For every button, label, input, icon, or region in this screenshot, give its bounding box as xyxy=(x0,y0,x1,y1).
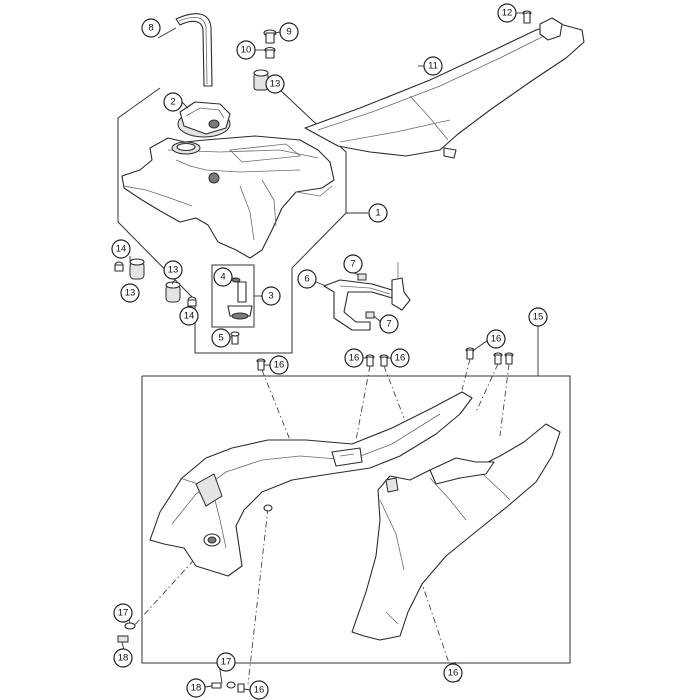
svg-text:9: 9 xyxy=(286,27,291,38)
callout-1: 1 xyxy=(368,203,388,223)
callout-8: 8 xyxy=(141,18,161,38)
svg-text:3: 3 xyxy=(268,291,273,302)
fuel-tap xyxy=(227,277,253,345)
callout-7-top: 7 xyxy=(343,254,363,274)
svg-text:13: 13 xyxy=(168,265,179,276)
svg-text:7: 7 xyxy=(350,259,355,270)
panel-group-frame xyxy=(141,375,571,664)
svg-text:15: 15 xyxy=(533,312,544,323)
callout-16-a: 16 xyxy=(269,355,289,375)
breather-hose xyxy=(175,13,213,87)
svg-text:13: 13 xyxy=(125,288,136,299)
callout-13-top: 13 xyxy=(265,74,285,94)
seat xyxy=(304,17,585,159)
fuel-cap xyxy=(177,101,231,138)
callout-10: 10 xyxy=(236,40,256,60)
svg-text:5: 5 xyxy=(218,333,223,344)
callout-6: 6 xyxy=(297,269,317,289)
svg-text:11: 11 xyxy=(428,61,438,72)
callout-13-left-a: 13 xyxy=(163,260,183,280)
svg-text:6: 6 xyxy=(304,274,309,285)
svg-text:16: 16 xyxy=(395,353,406,364)
right-side-panel xyxy=(351,423,561,641)
callout-17-left: 17 xyxy=(113,603,133,623)
left-side-panel xyxy=(149,391,473,577)
svg-text:13: 13 xyxy=(270,79,281,90)
callout-13-left-b: 13 xyxy=(120,283,140,303)
svg-text:18: 18 xyxy=(191,683,202,694)
callout-18-left: 18 xyxy=(113,648,133,668)
callout-12: 12 xyxy=(497,3,517,23)
svg-text:7: 7 xyxy=(386,319,391,330)
callout-18-bottom: 18 xyxy=(186,678,206,698)
svg-text:2: 2 xyxy=(170,97,175,108)
callout-16-e: 16 xyxy=(249,680,269,700)
svg-text:18: 18 xyxy=(118,653,129,664)
assembly-line-7 xyxy=(247,507,269,685)
fuel-hose xyxy=(323,262,411,331)
assembly-line-2 xyxy=(355,365,371,441)
callout-11: 11 xyxy=(423,56,443,76)
svg-text:16: 16 xyxy=(274,360,285,371)
svg-text:1: 1 xyxy=(375,208,380,219)
callout-5: 5 xyxy=(211,328,231,348)
callout-16-d: 16 xyxy=(486,329,506,349)
callout-14-left: 14 xyxy=(111,239,131,259)
callout-3: 3 xyxy=(261,286,281,306)
assembly-line-4 xyxy=(461,358,471,391)
callout-17-bottom: 17 xyxy=(216,652,236,672)
fuel-tank xyxy=(121,135,335,259)
svg-text:4: 4 xyxy=(220,272,225,283)
svg-text:16: 16 xyxy=(254,685,265,696)
svg-text:14: 14 xyxy=(116,244,127,255)
tank-group-frame xyxy=(117,87,347,354)
svg-text:17: 17 xyxy=(221,657,232,668)
svg-text:16: 16 xyxy=(349,353,360,364)
svg-text:8: 8 xyxy=(148,23,153,34)
callout-15: 15 xyxy=(528,307,548,327)
callout-16-f: 16 xyxy=(443,663,463,683)
svg-text:12: 12 xyxy=(502,8,513,19)
screws-top xyxy=(256,347,514,371)
svg-text:17: 17 xyxy=(118,608,129,619)
assembly-line-3 xyxy=(383,365,405,419)
svg-text:16: 16 xyxy=(491,334,502,345)
svg-text:14: 14 xyxy=(184,311,195,322)
assembly-line-1 xyxy=(261,369,291,441)
assembly-line-5 xyxy=(475,363,499,413)
callout-4: 4 xyxy=(213,267,233,287)
seat-screw xyxy=(522,10,532,24)
callout-2: 2 xyxy=(163,92,183,112)
callout-14-right: 14 xyxy=(179,306,199,326)
svg-text:10: 10 xyxy=(241,45,252,56)
vent-fitting xyxy=(253,29,277,91)
assembly-line-6 xyxy=(499,363,510,437)
assembly-line-9 xyxy=(131,539,213,629)
svg-text:16: 16 xyxy=(448,668,459,679)
callout-16-b: 16 xyxy=(344,348,364,368)
callout-9: 9 xyxy=(279,22,299,42)
screws-bottom xyxy=(117,622,461,693)
callout-7-bottom: 7 xyxy=(379,314,399,334)
callout-16-c: 16 xyxy=(390,348,410,368)
